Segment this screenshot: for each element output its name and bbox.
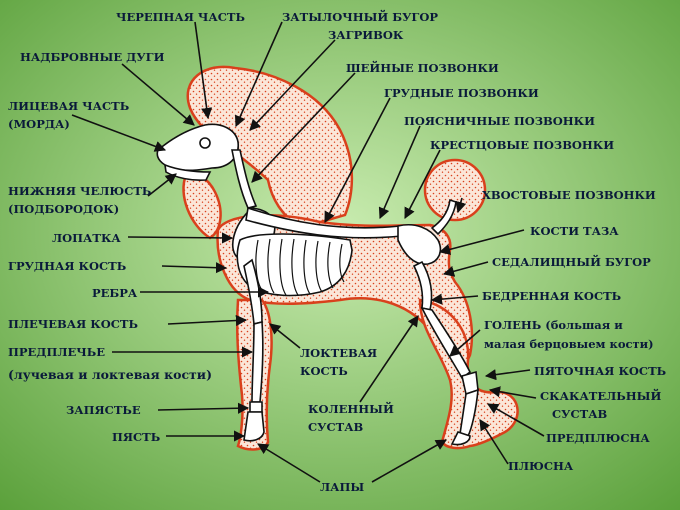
label-forearm-2: (лучевая и локтевая кости) [8, 367, 212, 382]
label-withers: ЗАГРИВОК [328, 28, 404, 42]
label-sternum: ГРУДНАЯ КОСТЬ [8, 259, 127, 273]
label-forearm-1: ПРЕДПЛЕЧЬЕ [8, 345, 106, 359]
label-wrist: ЗАПЯСТЬЕ [66, 403, 141, 417]
label-humerus: ПЛЕЧЕВАЯ КОСТЬ [8, 317, 138, 331]
label-elbow-2: КОСТЬ [300, 364, 348, 378]
tibia-bone [420, 306, 472, 380]
label-jaw-2: (ПОДБОРОДОК) [8, 202, 120, 216]
label-knee-1: КОЛЕННЫЙ [308, 402, 394, 416]
cervical-spine [231, 149, 258, 209]
label-lumbar: ПОЯСНИЧНЫЕ ПОЗВОНКИ [404, 114, 595, 128]
label-skull-cranial: ЧЕРЕПНАЯ ЧАСТЬ [116, 10, 245, 24]
label-scapula: ЛОПАТКА [52, 231, 121, 245]
label-facial-1: ЛИЦЕВАЯ ЧАСТЬ [8, 99, 130, 113]
label-occipital: ЗАТЫЛОЧНЫЙ БУГОР [282, 10, 439, 24]
label-ribs: РЕБРА [92, 286, 138, 300]
ribcage [236, 233, 353, 297]
front-paw [243, 411, 265, 442]
label-thoracic: ГРУДНЫЕ ПОЗВОНКИ [384, 86, 539, 100]
wrist-bones [249, 401, 263, 413]
label-tarsus: ПРЕДПЛЮСНА [546, 431, 650, 445]
skeleton [156, 123, 479, 446]
label-paws: ЛАПЫ [320, 480, 365, 494]
label-femur: БЕДРЕННАЯ КОСТЬ [482, 289, 622, 303]
label-knee-2: СУСТАВ [308, 420, 364, 434]
label-tail: ХВОСТОВЫЕ ПОЗВОНКИ [482, 188, 656, 202]
label-pelvis: КОСТИ ТАЗА [530, 224, 619, 238]
hind-paw [450, 431, 471, 446]
label-shin-2: малая берцовыем кости) [484, 337, 654, 351]
label-sacral: КРЕСТЦОВЫЕ ПОЗВОНКИ [430, 138, 615, 152]
label-hock-2: СУСТАВ [552, 407, 608, 421]
pelvis-bone [397, 224, 442, 265]
label-elbow-1: ЛОКТЕВАЯ [300, 346, 378, 360]
forearm-bone [251, 320, 264, 403]
label-metatarsus: ПЛЮСНА [508, 459, 574, 473]
label-brow-ridges: НАДБРОВНЫЕ ДУГИ [20, 50, 165, 64]
label-facial-2: (МОРДА) [8, 117, 70, 131]
label-ischial: СЕДАЛИЩНЫЙ БУГОР [492, 255, 651, 269]
label-shin-1: ГОЛЕНЬ (большая и [484, 318, 623, 332]
label-hock-1: СКАКАТЕЛЬНЫЙ [540, 389, 662, 403]
label-metacarpus: ПЯСТЬ [112, 430, 161, 444]
label-jaw-1: НИЖНЯЯ ЧЕЛЮСТЬ [8, 184, 152, 198]
label-heel: ПЯТОЧНАЯ КОСТЬ [534, 364, 667, 378]
label-cervical: ШЕЙНЫЕ ПОЗВОНКИ [346, 61, 499, 75]
leader-lines [71, 21, 545, 483]
